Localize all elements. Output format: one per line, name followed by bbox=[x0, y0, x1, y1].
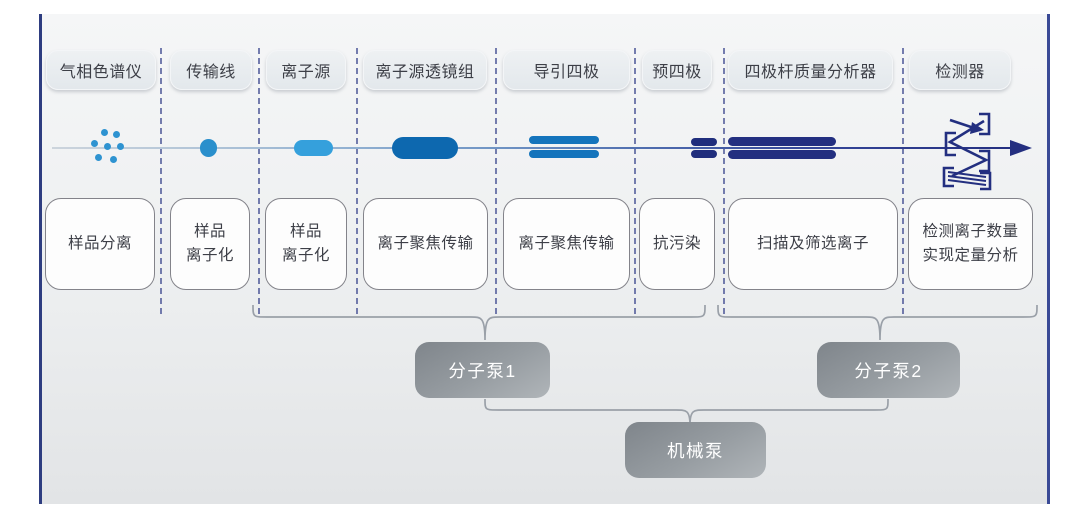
desc-box-detector: 检测离子数量 实现定量分析 bbox=[908, 198, 1033, 290]
molecular-pump-1-box: 分子泵1 bbox=[415, 342, 550, 398]
ion-beam-line bbox=[52, 147, 1014, 150]
brace-molecular-pump-1 bbox=[252, 304, 706, 341]
stage-divider bbox=[258, 48, 260, 314]
stage-divider bbox=[902, 48, 904, 314]
stage-label-ionsource: 离子源 bbox=[266, 50, 346, 90]
desc-box-ionsource: 样品 离子化 bbox=[265, 198, 347, 290]
stage-divider bbox=[634, 48, 636, 314]
desc-box-analyzer: 扫描及筛选离子 bbox=[728, 198, 898, 290]
stage-label-analyzer: 四极杆质量分析器 bbox=[728, 50, 893, 90]
stage-label-detector: 检测器 bbox=[909, 50, 1011, 90]
lens-block-icon bbox=[392, 137, 458, 159]
desc-box-gc: 样品分离 bbox=[45, 198, 155, 290]
ion-source-capsule-icon bbox=[294, 140, 333, 156]
stage-divider bbox=[160, 48, 162, 314]
mechanical-pump-box: 机械泵 bbox=[625, 422, 766, 478]
electron-multiplier-icon bbox=[942, 112, 992, 191]
stage-label-prequad: 预四极 bbox=[642, 50, 712, 90]
stage-label-guidequad: 导引四极 bbox=[503, 50, 630, 90]
brace-molecular-pump-2 bbox=[717, 304, 1038, 341]
desc-box-prequad: 抗污染 bbox=[639, 198, 715, 290]
stage-divider bbox=[723, 48, 725, 314]
stage-label-lens: 离子源透镜组 bbox=[363, 50, 487, 90]
stage-label-transfer: 传输线 bbox=[170, 50, 252, 90]
molecular-pump-2-box: 分子泵2 bbox=[817, 342, 960, 398]
stage-divider bbox=[495, 48, 497, 314]
desc-box-guidequad: 离子聚焦传输 bbox=[503, 198, 630, 290]
desc-box-transfer: 样品 离子化 bbox=[170, 198, 250, 290]
stage-divider bbox=[356, 48, 358, 314]
desc-box-lens: 离子聚焦传输 bbox=[363, 198, 488, 290]
beam-arrow-icon bbox=[1010, 140, 1032, 156]
stage-label-gc: 气相色谱仪 bbox=[46, 50, 156, 90]
droplet-icon bbox=[200, 139, 217, 157]
